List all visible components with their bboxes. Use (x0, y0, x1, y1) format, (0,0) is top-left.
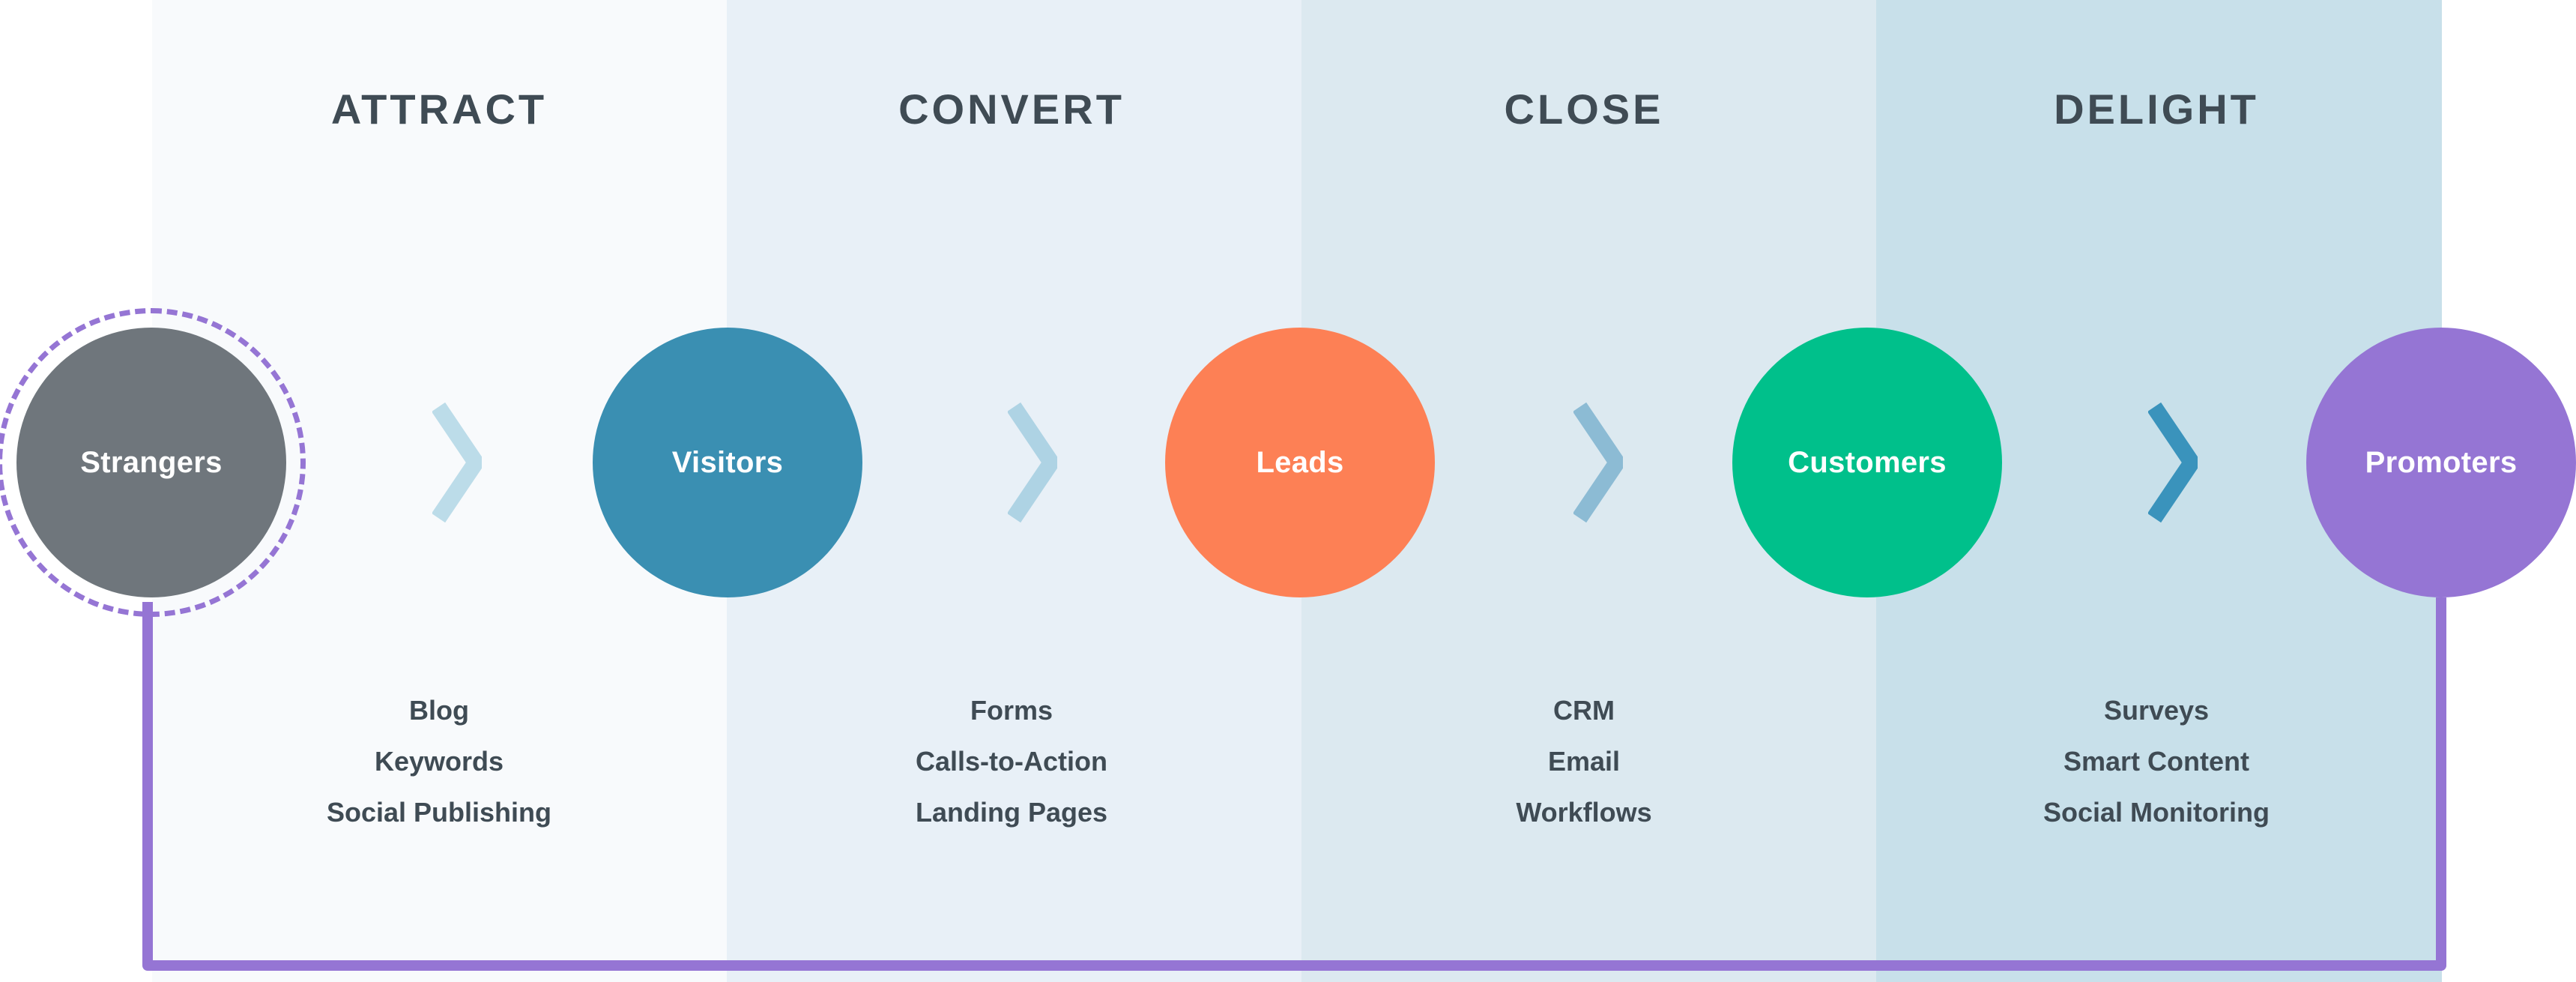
tactic-item: Workflows (1516, 797, 1652, 828)
funnel-node-promoters[interactable]: Promoters (2306, 328, 2576, 597)
funnel-node-strangers[interactable]: Strangers (16, 328, 286, 597)
stage-heading-delight: DELIGHT (2054, 85, 2259, 133)
stage-heading-convert: CONVERT (898, 85, 1125, 133)
funnel-node-visitors[interactable]: Visitors (593, 328, 862, 597)
tactic-item: Email (1547, 746, 1621, 777)
chevron-icon-visitors-to-leads (1006, 402, 1062, 523)
funnel-node-label-customers: Customers (1788, 446, 1947, 479)
tactic-item: Landing Pages (915, 797, 1108, 828)
stage-headings: ATTRACT CONVERT CLOSE DELIGHT (0, 0, 2576, 150)
tactic-item: Smart Content (2063, 746, 2249, 777)
delight-to-attract-loop (142, 597, 2446, 971)
chevron-icon-strangers-to-visitors (431, 402, 486, 523)
tactic-item: Blog (409, 695, 469, 726)
chevron-icon-leads-to-customers (1572, 402, 1627, 523)
tactic-item: Surveys (2103, 695, 2210, 726)
tactic-item: CRM (1553, 695, 1615, 726)
tactic-item: Keywords (374, 746, 504, 777)
tactic-item: Calls-to-Action (915, 746, 1107, 777)
tactic-item: Forms (970, 695, 1053, 726)
stage-heading-attract: ATTRACT (330, 85, 548, 133)
funnel-node-label-strangers: Strangers (80, 446, 223, 479)
stage-heading-close: CLOSE (1504, 85, 1664, 133)
funnel-node-customers[interactable]: Customers (1732, 328, 2002, 597)
funnel-node-label-leads: Leads (1256, 446, 1344, 479)
chevron-icon-customers-to-promoters (2147, 402, 2202, 523)
tactic-item: Social Publishing (326, 797, 552, 828)
funnel-node-label-visitors: Visitors (671, 446, 784, 479)
funnel-node-leads[interactable]: Leads (1165, 328, 1435, 597)
funnel-node-label-promoters: Promoters (2365, 446, 2518, 479)
tactic-item: Social Monitoring (2043, 797, 2270, 828)
